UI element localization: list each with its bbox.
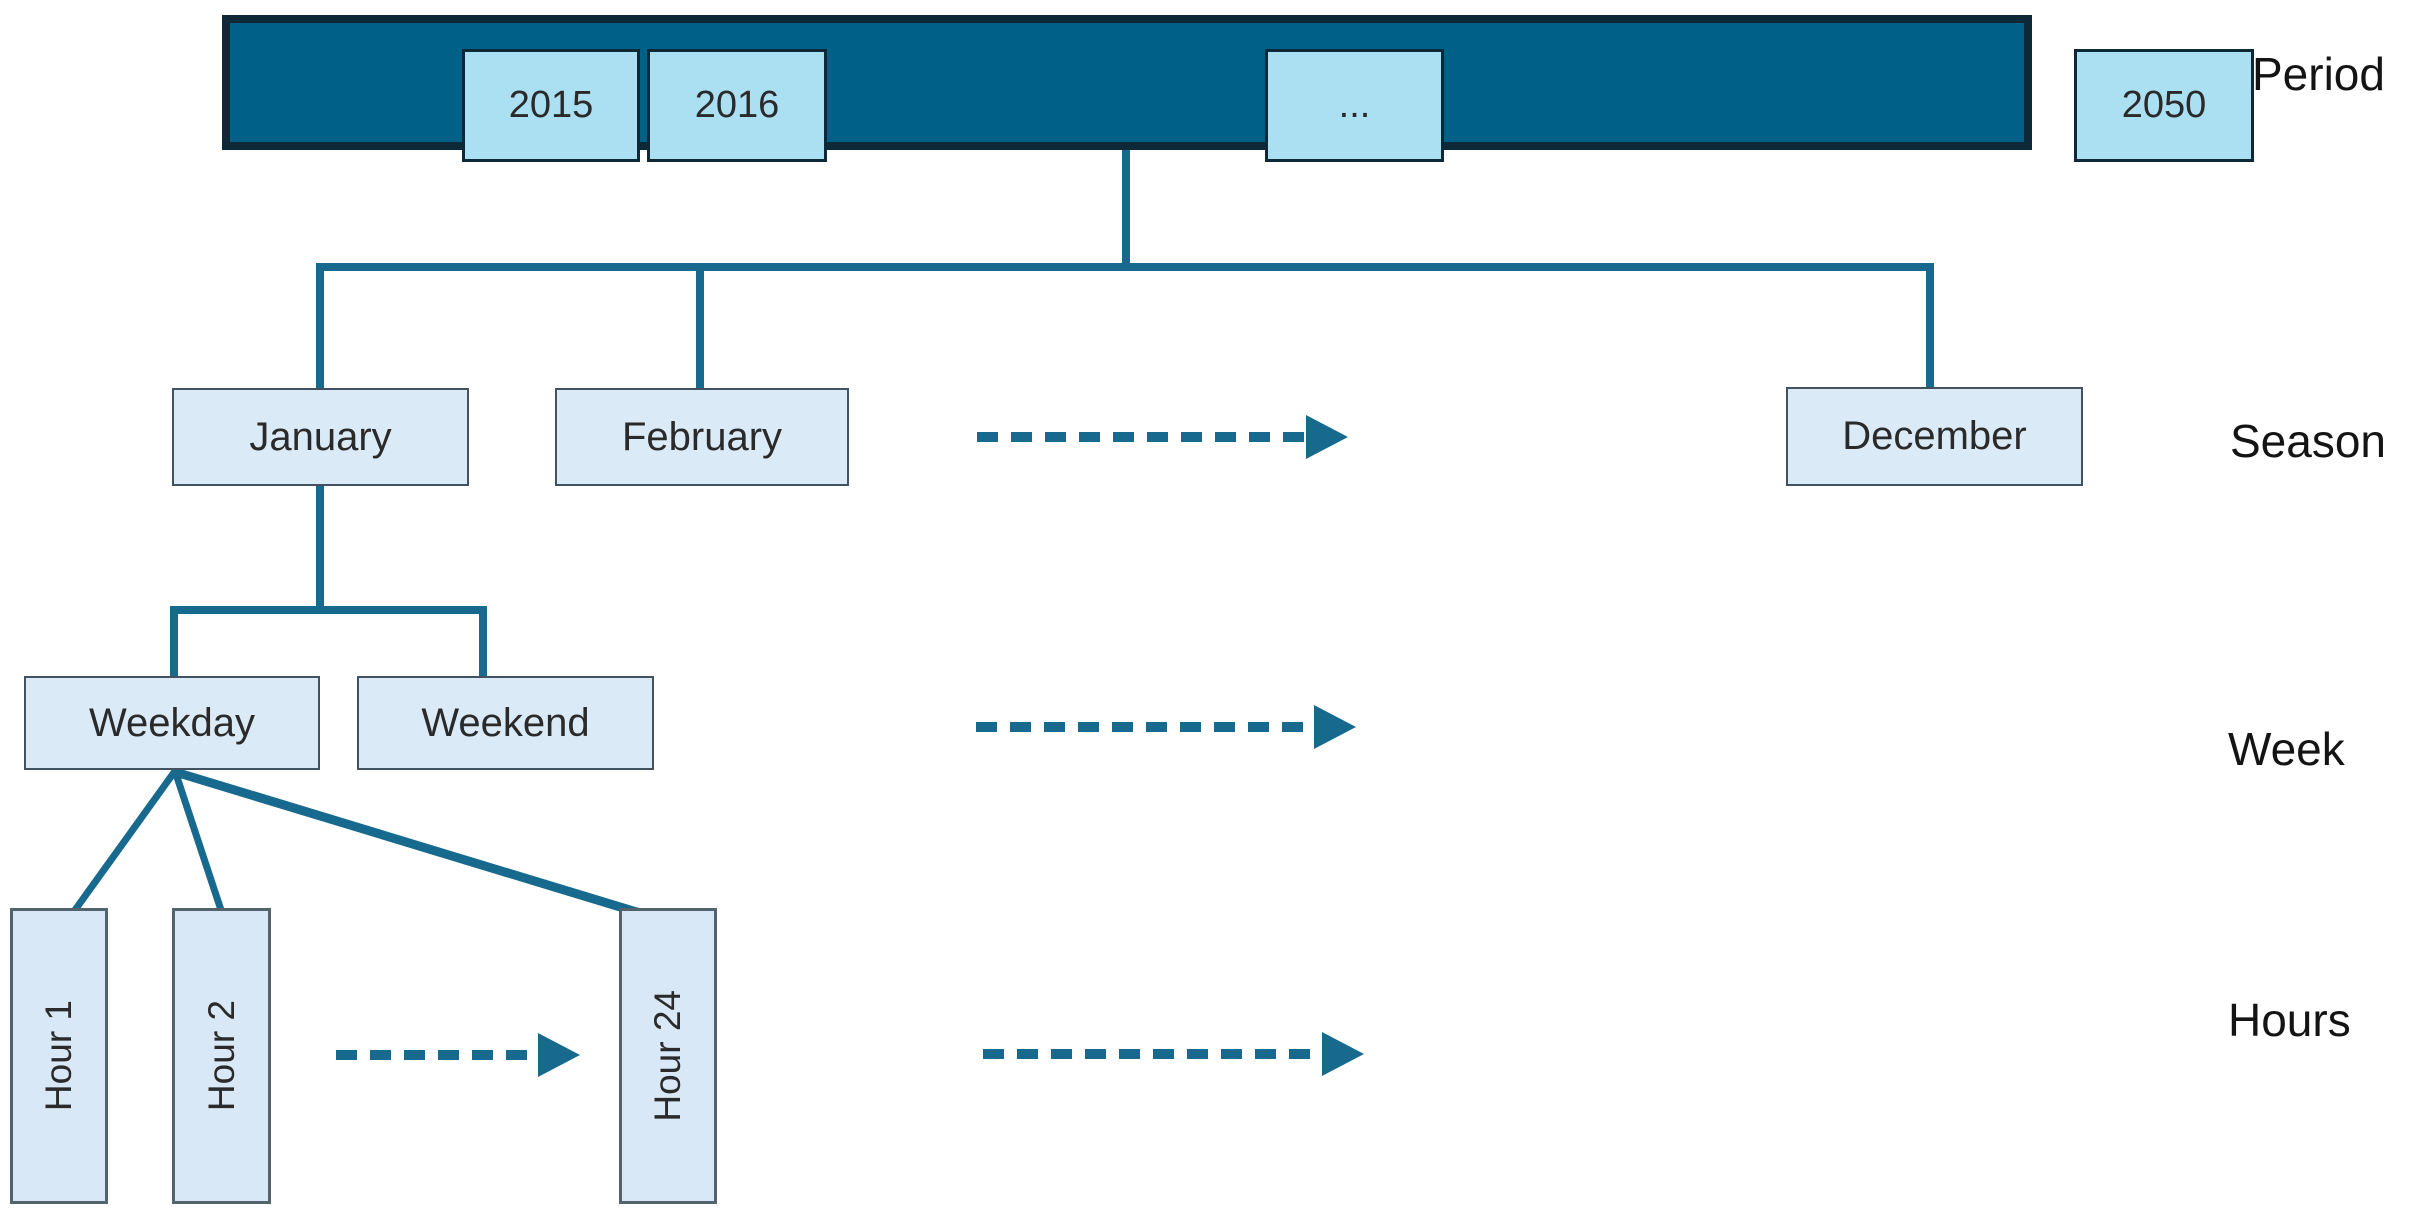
weekday-to-hour1-line [72, 768, 178, 913]
week-node-weekend: Weekend [357, 676, 654, 770]
hour-node-24: Hour 24 [619, 908, 717, 1204]
continuation-arrow-week [976, 705, 1356, 749]
weekday-to-hour2-line [171, 769, 225, 912]
row-label-season: Season [2230, 415, 2387, 467]
season-node-february: February [555, 388, 849, 486]
hour-node-2: Hour 2 [172, 908, 271, 1204]
season-node-january: January [172, 388, 469, 486]
hour-node-1: Hour 1 [10, 908, 108, 1204]
hour-node-2-label: Hour 2 [200, 1000, 242, 1112]
hour-node-24-label: Hour 24 [647, 990, 688, 1122]
season-connector-line [316, 263, 1934, 390]
year-cell-2050: 2050 [2074, 49, 2254, 162]
row-label-hours: Hours [2228, 994, 2351, 1046]
hour-node-1-label: Hour 1 [38, 1000, 79, 1112]
season-node-december: December [1786, 387, 2083, 486]
row-label-week: Week [2228, 723, 2345, 775]
continuation-arrow-hours-left [336, 1033, 580, 1077]
continuation-arrow-hours-right [983, 1032, 1364, 1076]
continuation-arrow-season [977, 415, 1348, 459]
year-cell-2016: 2016 [647, 49, 827, 162]
year-cell-ellipsis: ... [1265, 49, 1444, 162]
row-label-period: Period [2252, 48, 2385, 100]
week-connector-line [170, 606, 487, 678]
week-node-weekday: Weekday [24, 676, 320, 770]
weekday-to-hour24-line [170, 766, 665, 925]
period-bar: 2015 2016 ... 2050 [222, 15, 2254, 162]
year-cell-2015: 2015 [462, 49, 640, 162]
